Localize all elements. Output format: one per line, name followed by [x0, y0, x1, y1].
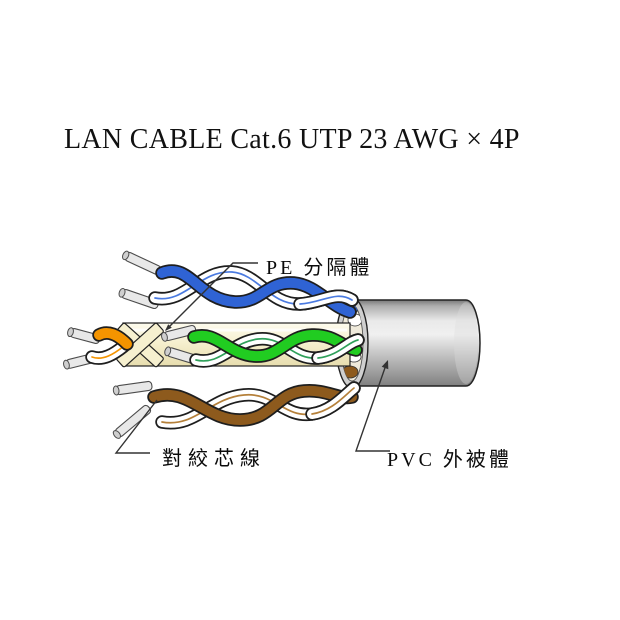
pe-separator-leader — [165, 262, 258, 331]
orange-pair — [63, 326, 134, 370]
pvc-jacket-label: PVC 外被體 — [387, 449, 512, 471]
separator-cross-end — [116, 322, 164, 368]
twisted-pair-leader — [114, 399, 158, 454]
blue-pair — [118, 250, 359, 319]
conductor — [67, 327, 101, 344]
brown-pair — [112, 380, 361, 439]
conductor — [112, 380, 153, 396]
conductor — [112, 404, 152, 439]
twisted-pair-label: 對絞芯線 — [162, 448, 266, 470]
pe-separator-label: PE 分隔體 — [266, 257, 373, 279]
pvc-jacket-leader — [355, 360, 390, 452]
green-pair — [161, 324, 365, 368]
pvc-jacket — [351, 299, 481, 387]
conductor — [161, 324, 197, 342]
page-title: LAN CABLE Cat.6 UTP 23 AWG × 4P — [64, 124, 520, 155]
